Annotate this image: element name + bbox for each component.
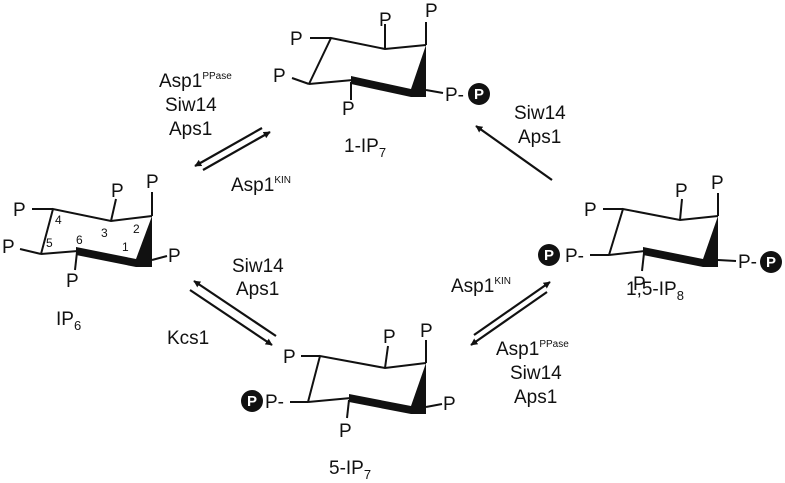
svg-text:P: P — [247, 393, 257, 410]
phosphate-label: P — [111, 181, 124, 202]
phosphate-label: P — [633, 274, 646, 295]
phosphate-label: P — [168, 246, 181, 267]
phosphate-label: P — [146, 172, 159, 193]
compound-label-ip6: IP6 — [56, 309, 81, 333]
enzyme-label-siw14: Siw14 — [514, 103, 566, 124]
enzyme-label-siw14: Siw14 — [232, 256, 284, 277]
svg-text:P: P — [544, 247, 554, 264]
enzyme-label-kcs1: Kcs1 — [167, 328, 209, 349]
phosphate-label: P — [584, 200, 597, 221]
arrow-1-5-ip8-to-5-ip7 — [470, 291, 548, 346]
wedge-bond — [351, 76, 411, 97]
pyrophosphate-bond-label: P- — [565, 246, 584, 267]
phosphate-label: P — [379, 10, 392, 31]
wedge-bond — [703, 216, 718, 267]
phosphate-label: P — [13, 200, 26, 221]
compound-1-ip7: P P P P P P- P 1-IP7 — [273, 1, 490, 160]
phosphate-label: P — [339, 421, 352, 442]
arrow-1-ip7-to-ip6 — [194, 127, 263, 167]
wedge-bond — [76, 247, 136, 267]
compound-label-1-ip7: 1-IP7 — [344, 136, 386, 160]
enzyme-label-aps1: Aps1 — [169, 119, 212, 140]
wedge-bond — [411, 363, 426, 414]
svg-text:P: P — [766, 254, 776, 271]
enzyme-label-siw14: Siw14 — [510, 363, 562, 384]
wedge-bond — [136, 216, 152, 267]
pyrophosphate-bond-label: P- — [445, 85, 464, 106]
phosphate-label: P — [66, 271, 79, 292]
pyrophosphate-bond-label: P- — [738, 252, 757, 273]
phosphate-label: P — [2, 237, 15, 258]
enzyme-label-aps1: Aps1 — [514, 387, 557, 408]
pyrophosphate-circle-icon: P — [241, 390, 263, 412]
ring-1-5-ip8 — [590, 193, 737, 272]
wedge-bond — [411, 45, 426, 97]
phosphate-label: P — [273, 66, 286, 87]
svg-text:P: P — [474, 86, 484, 103]
pyrophosphate-bond-label: P- — [265, 392, 284, 413]
ring-position-number: 3 — [101, 226, 108, 240]
compound-label-5-ip7: 5-IP7 — [329, 458, 371, 482]
arrow-1-5-ip8-to-1-ip7 — [475, 125, 553, 181]
phosphate-label: P — [711, 173, 724, 194]
ring-position-number: 5 — [46, 236, 53, 250]
ring-1-ip7 — [291, 22, 444, 100]
ring-position-number: 4 — [55, 213, 62, 227]
phosphate-label: P — [342, 99, 355, 120]
ring-position-number: 6 — [76, 233, 83, 247]
wedge-bond — [349, 394, 411, 414]
phosphate-label: P — [290, 29, 303, 50]
enzyme-label-asp1-ppase: Asp1PPase — [159, 71, 232, 92]
phosphate-label: P — [383, 327, 396, 348]
phosphate-label: P — [443, 394, 456, 415]
enzyme-label-aps1: Aps1 — [518, 127, 561, 148]
enzyme-label-siw14: Siw14 — [165, 95, 217, 116]
enzyme-label-aps1: Aps1 — [236, 279, 279, 300]
arrow-ip6-to-5-ip7 — [189, 289, 273, 346]
ring-ip6 — [19, 192, 168, 271]
ring-position-number: 2 — [133, 222, 140, 236]
phosphate-label: P — [675, 181, 688, 202]
phosphate-label: P — [425, 1, 438, 22]
compound-ip6: 1 2 3 4 5 6 P P P P P P IP6 — [2, 172, 181, 333]
enzyme-label-asp1-ppase: Asp1PPase — [496, 339, 569, 360]
pyrophosphate-circle-icon: P — [468, 83, 490, 105]
wedge-bond — [643, 247, 703, 267]
arrow-5-ip7-to-ip6 — [193, 280, 277, 337]
ring-position-number: 1 — [122, 240, 129, 254]
compound-1-5-ip8: P P P P- P P- P P 1,5-IP8 — [538, 173, 782, 303]
compound-5-ip7: P P P P- P P P 5-IP7 — [241, 321, 456, 482]
phosphate-label: P — [420, 321, 433, 342]
ring-5-ip7 — [290, 340, 443, 419]
phosphate-label: P — [283, 347, 296, 368]
arrow-5-ip7-to-1-5-ip8 — [473, 281, 551, 336]
enzyme-label-asp1-kin: Asp1KIN — [231, 175, 291, 196]
compound-label-1-5-ip8: 1,5-IP8 — [626, 279, 684, 303]
pyrophosphate-circle-icon: P — [538, 244, 560, 266]
arrow-ip6-to-1-ip7 — [202, 131, 271, 171]
enzyme-label-asp1-kin: Asp1KIN — [451, 276, 511, 297]
pyrophosphate-circle-icon: P — [760, 251, 782, 273]
